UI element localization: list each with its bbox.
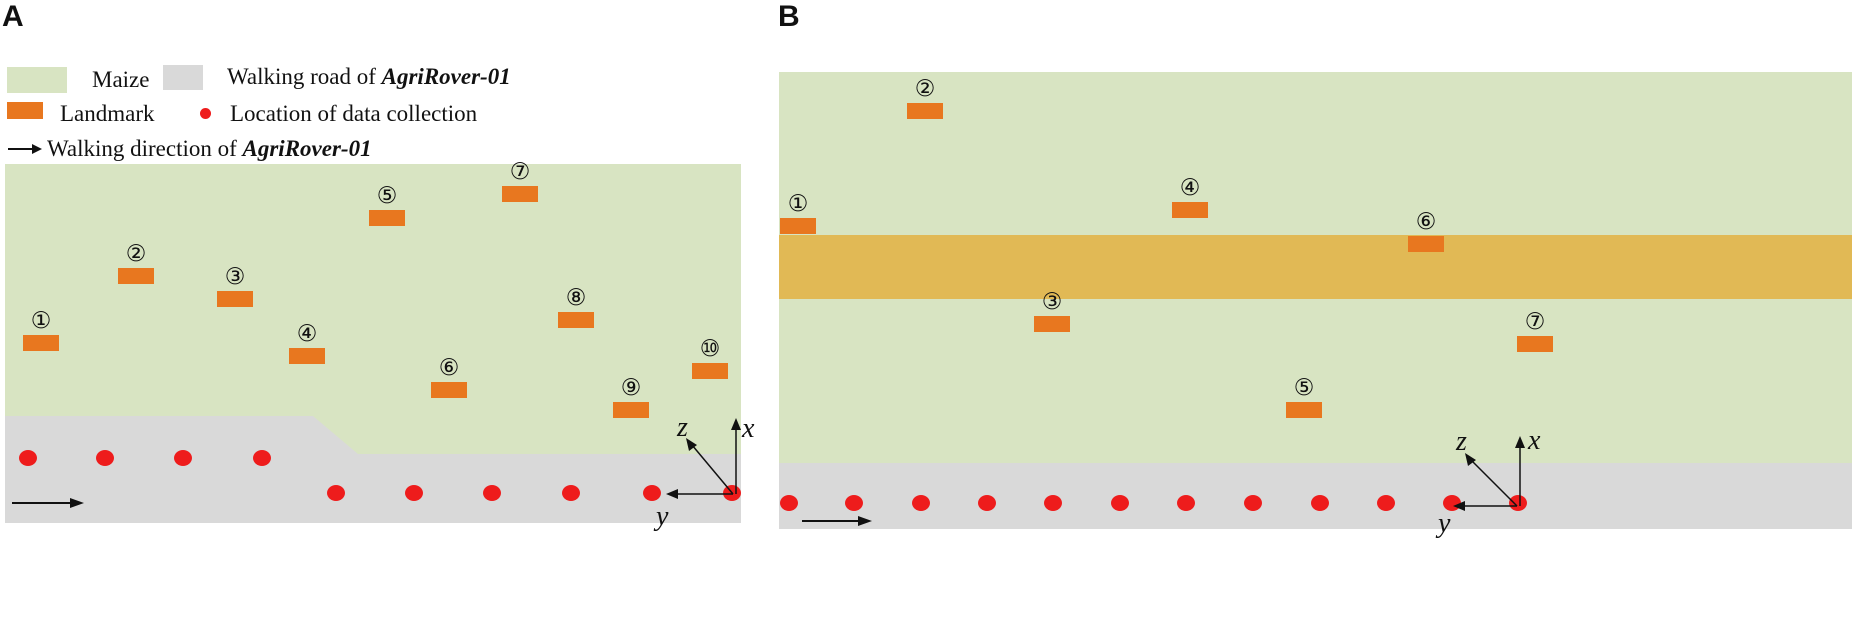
panel-a-walking-road — [5, 416, 741, 523]
panel-a-walking-direction-arrow — [12, 498, 84, 508]
collection-point-swatch — [200, 108, 211, 119]
panel-a-landmark-number-7: ⑦ — [510, 159, 531, 185]
panel-b-landmark-number-3: ③ — [1042, 289, 1063, 315]
panel-a-landmark-number-2: ② — [126, 241, 147, 267]
panel-a-collection-point-2 — [96, 450, 114, 466]
panel-b-collection-point-7 — [1177, 495, 1195, 511]
panel-b-landmark-5 — [1286, 402, 1322, 418]
panel-a-landmark-number-10: ⑩ — [700, 336, 721, 362]
legend-road-label: Walking road of AgriRover-01 — [227, 64, 511, 90]
panel-a-collection-point-9 — [643, 485, 661, 501]
panel-b-collection-point-2 — [845, 495, 863, 511]
panel-a-collection-point-5 — [327, 485, 345, 501]
landmark-swatch — [7, 102, 43, 119]
panel-a-landmark-8 — [558, 312, 594, 328]
panel-a-landmark-number-3: ③ — [225, 264, 246, 290]
panel-b-coordinate-axes: x z y — [1435, 425, 1541, 539]
panel-b-landmark-4 — [1172, 202, 1208, 218]
legend-location-label: Location of data collection — [230, 101, 478, 126]
panel-a-coordinate-axes: x z y — [653, 412, 755, 532]
panel-a-landmark-7 — [502, 186, 538, 202]
legend-landmark-label: Landmark — [60, 101, 155, 126]
panel-b-landmark-number-4: ④ — [1180, 175, 1201, 201]
legend-direction-rover-name: AgriRover-01 — [242, 136, 372, 161]
panel-b-collection-point-1 — [780, 495, 798, 511]
panel-b-landmark-number-2: ② — [915, 76, 936, 102]
legend-maize-label: Maize — [92, 67, 150, 92]
legend-road-text: Walking road of — [227, 64, 382, 89]
legend-direction-label: Walking direction of AgriRover-01 — [47, 136, 372, 162]
panel-b-walking-road — [779, 463, 1852, 529]
panel-b-collection-point-3 — [912, 495, 930, 511]
panel-a-landmark-number-6: ⑥ — [439, 355, 460, 381]
panel-a-collection-point-3 — [174, 450, 192, 466]
panel-b-collection-point-8 — [1244, 495, 1262, 511]
panel-a-landmark-9 — [613, 402, 649, 418]
panel-a-landmark-5 — [369, 210, 405, 226]
panel-a-axis-x-label: x — [741, 413, 755, 444]
panel-b-collection-point-6 — [1111, 495, 1129, 511]
panel-a-landmark-number-4: ④ — [297, 321, 318, 347]
panel-a-collection-point-7 — [483, 485, 501, 501]
maize-swatch — [7, 67, 67, 93]
panel-b-axis-x-label: x — [1527, 425, 1541, 456]
panel-b-landmark-2 — [907, 103, 943, 119]
panel-a-landmark-3 — [217, 291, 253, 307]
panel-a-landmark-number-9: ⑨ — [621, 375, 642, 401]
panel-b-axis-y-label: y — [1435, 508, 1451, 539]
panel-b-collection-point-5 — [1044, 495, 1062, 511]
panel-a-landmark-10 — [692, 363, 728, 379]
legend-arrow-icon — [8, 144, 42, 154]
panel-b-band — [779, 235, 1852, 299]
panel-a-axis-z-label: z — [676, 412, 688, 443]
legend-road-rover-name: AgriRover-01 — [381, 64, 511, 89]
panel-a-landmark-6 — [431, 382, 467, 398]
panel-b-collection-point-10 — [1377, 495, 1395, 511]
panel-a-landmark-number-5: ⑤ — [377, 183, 398, 209]
panel-b-landmark-number-6: ⑥ — [1416, 209, 1437, 235]
panel-a-collection-point-6 — [405, 485, 423, 501]
panel-b-landmark-3 — [1034, 316, 1070, 332]
panel-a-landmark-4 — [289, 348, 325, 364]
panel-b-walking-direction-arrow — [802, 516, 872, 526]
panel-a-collection-point-4 — [253, 450, 271, 466]
panel-b-landmark-6 — [1408, 236, 1444, 252]
panel-b-landmark-1 — [780, 218, 816, 234]
legend-direction-text: Walking direction of — [47, 136, 243, 161]
panel-b-landmark-7 — [1517, 336, 1553, 352]
panel-b-landmark-number-1: ① — [788, 191, 809, 217]
panel-b-collection-point-4 — [978, 495, 996, 511]
panel-a-axis-y-label: y — [653, 501, 669, 532]
panel-a-landmark-number-8: ⑧ — [566, 285, 587, 311]
panel-a-collection-point-8 — [562, 485, 580, 501]
panel-b-collection-point-12 — [1509, 495, 1527, 511]
panel-b-landmark-number-5: ⑤ — [1294, 375, 1315, 401]
panel-b-label: B — [778, 0, 800, 33]
panel-a-label: A — [2, 0, 24, 33]
panel-b-axis-z-label: z — [1455, 426, 1467, 457]
panel-a-landmark-2 — [118, 268, 154, 284]
panel-b-landmark-number-7: ⑦ — [1525, 309, 1546, 335]
panel-a-collection-point-1 — [19, 450, 37, 466]
road-swatch — [163, 65, 203, 90]
panel-a-landmark-1 — [23, 335, 59, 351]
panel-a-landmark-number-1: ① — [31, 308, 52, 334]
panel-b-collection-point-9 — [1311, 495, 1329, 511]
